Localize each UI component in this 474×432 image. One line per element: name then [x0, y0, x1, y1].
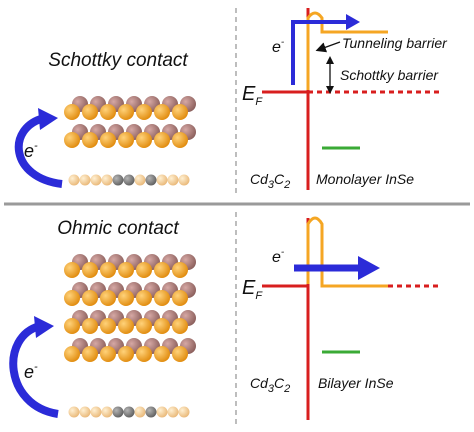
se-atom	[118, 132, 134, 148]
electron-arrow-head	[34, 316, 54, 338]
se-atom	[64, 346, 80, 362]
se-atom	[136, 262, 152, 278]
band-diagram-schottky: e- Tunneling barrier Schottky barrier EF…	[242, 8, 448, 191]
cd-atom	[156, 406, 168, 418]
se-atom	[64, 132, 80, 148]
se-atom	[154, 104, 170, 120]
se-atom	[100, 290, 116, 306]
cd-atom	[156, 174, 168, 186]
se-atom	[118, 346, 134, 362]
cd-atom	[134, 174, 146, 186]
se-atom	[154, 290, 170, 306]
se-atom	[172, 290, 188, 306]
se-atom	[100, 132, 116, 148]
metal-label: Cd3C2	[250, 375, 290, 395]
c-atom	[145, 174, 157, 186]
se-atom	[172, 104, 188, 120]
schottky-panel: Schottky contact e- e- Tunneling barrier…	[14, 8, 448, 191]
se-atom	[136, 290, 152, 306]
se-atom	[100, 346, 116, 362]
c-atom	[123, 406, 135, 418]
tunneling-barrier-bump	[306, 11, 388, 90]
se-atom	[100, 262, 116, 278]
schottky-barrier-label: Schottky barrier	[340, 67, 439, 83]
double-arrow-head-bottom	[326, 86, 334, 94]
se-atom	[154, 318, 170, 334]
se-atom	[136, 318, 152, 334]
se-atom	[136, 346, 152, 362]
se-atom	[172, 132, 188, 148]
metal-label: Cd3C2	[250, 171, 290, 191]
electron-arrow-icon	[9, 322, 59, 418]
conduction-band-bump	[306, 216, 388, 288]
cd-atom	[167, 406, 179, 418]
electron-tunnel-arrow-head	[346, 14, 360, 30]
electron-arrow-head	[38, 108, 58, 130]
electron-label-band: e-	[272, 247, 285, 266]
se-atom	[82, 318, 98, 334]
panel-title: Ohmic contact	[57, 218, 179, 239]
band-diagram-ohmic: e- EF Cd3C2 Bilayer InSe	[242, 216, 440, 420]
se-atom	[82, 104, 98, 120]
cd-atom	[90, 174, 102, 186]
c-atom	[123, 174, 135, 186]
electron-label-band: e-	[272, 37, 285, 56]
cd-atom	[79, 174, 91, 186]
se-atom	[172, 346, 188, 362]
fermi-label: EF	[242, 83, 263, 108]
se-atom	[100, 104, 116, 120]
atomic-structure-bilayer	[64, 254, 196, 418]
se-atom	[154, 132, 170, 148]
electron-arrow-icon	[14, 114, 63, 188]
cd-atom	[68, 174, 80, 186]
se-atom	[172, 262, 188, 278]
c-atom	[112, 174, 124, 186]
se-atom	[100, 318, 116, 334]
electron-label: e-	[24, 140, 38, 161]
fermi-label: EF	[242, 277, 263, 302]
electron-flow-arrow-head	[358, 256, 380, 280]
se-atom	[118, 290, 134, 306]
se-atom	[118, 262, 134, 278]
electron-label: e-	[24, 361, 38, 382]
se-atom	[118, 104, 134, 120]
se-atom	[172, 318, 188, 334]
pointer-arrow-icon	[315, 41, 341, 53]
cd-atom	[178, 174, 190, 186]
semiconductor-label: Bilayer InSe	[318, 375, 394, 391]
semiconductor-label: Monolayer InSe	[316, 171, 414, 187]
se-atom	[64, 290, 80, 306]
se-atom	[154, 262, 170, 278]
cd-atom	[68, 406, 80, 418]
se-atom	[82, 346, 98, 362]
se-atom	[64, 104, 80, 120]
se-atom	[118, 318, 134, 334]
panel-title: Schottky contact	[48, 50, 188, 71]
se-atom	[82, 262, 98, 278]
atomic-structure-monolayer	[64, 96, 196, 186]
ohmic-panel: Ohmic contact e- e- EF Cd3C2 Bilayer InS…	[9, 216, 440, 420]
tunneling-barrier-label: Tunneling barrier	[342, 35, 448, 51]
se-atom	[82, 290, 98, 306]
se-atom	[82, 132, 98, 148]
c-atom	[112, 406, 124, 418]
cd-atom	[178, 406, 190, 418]
se-atom	[154, 346, 170, 362]
cd-atom	[90, 406, 102, 418]
se-atom	[64, 318, 80, 334]
cd-atom	[134, 406, 146, 418]
c-atom	[145, 406, 157, 418]
cd-atom	[101, 406, 113, 418]
cd-atom	[79, 406, 91, 418]
cd-atom	[101, 174, 113, 186]
electron-tunnel-arrow-icon	[291, 20, 348, 85]
se-atom	[136, 132, 152, 148]
se-atom	[64, 262, 80, 278]
se-atom	[136, 104, 152, 120]
double-arrow-head-top	[326, 56, 334, 64]
cd-atom	[167, 174, 179, 186]
